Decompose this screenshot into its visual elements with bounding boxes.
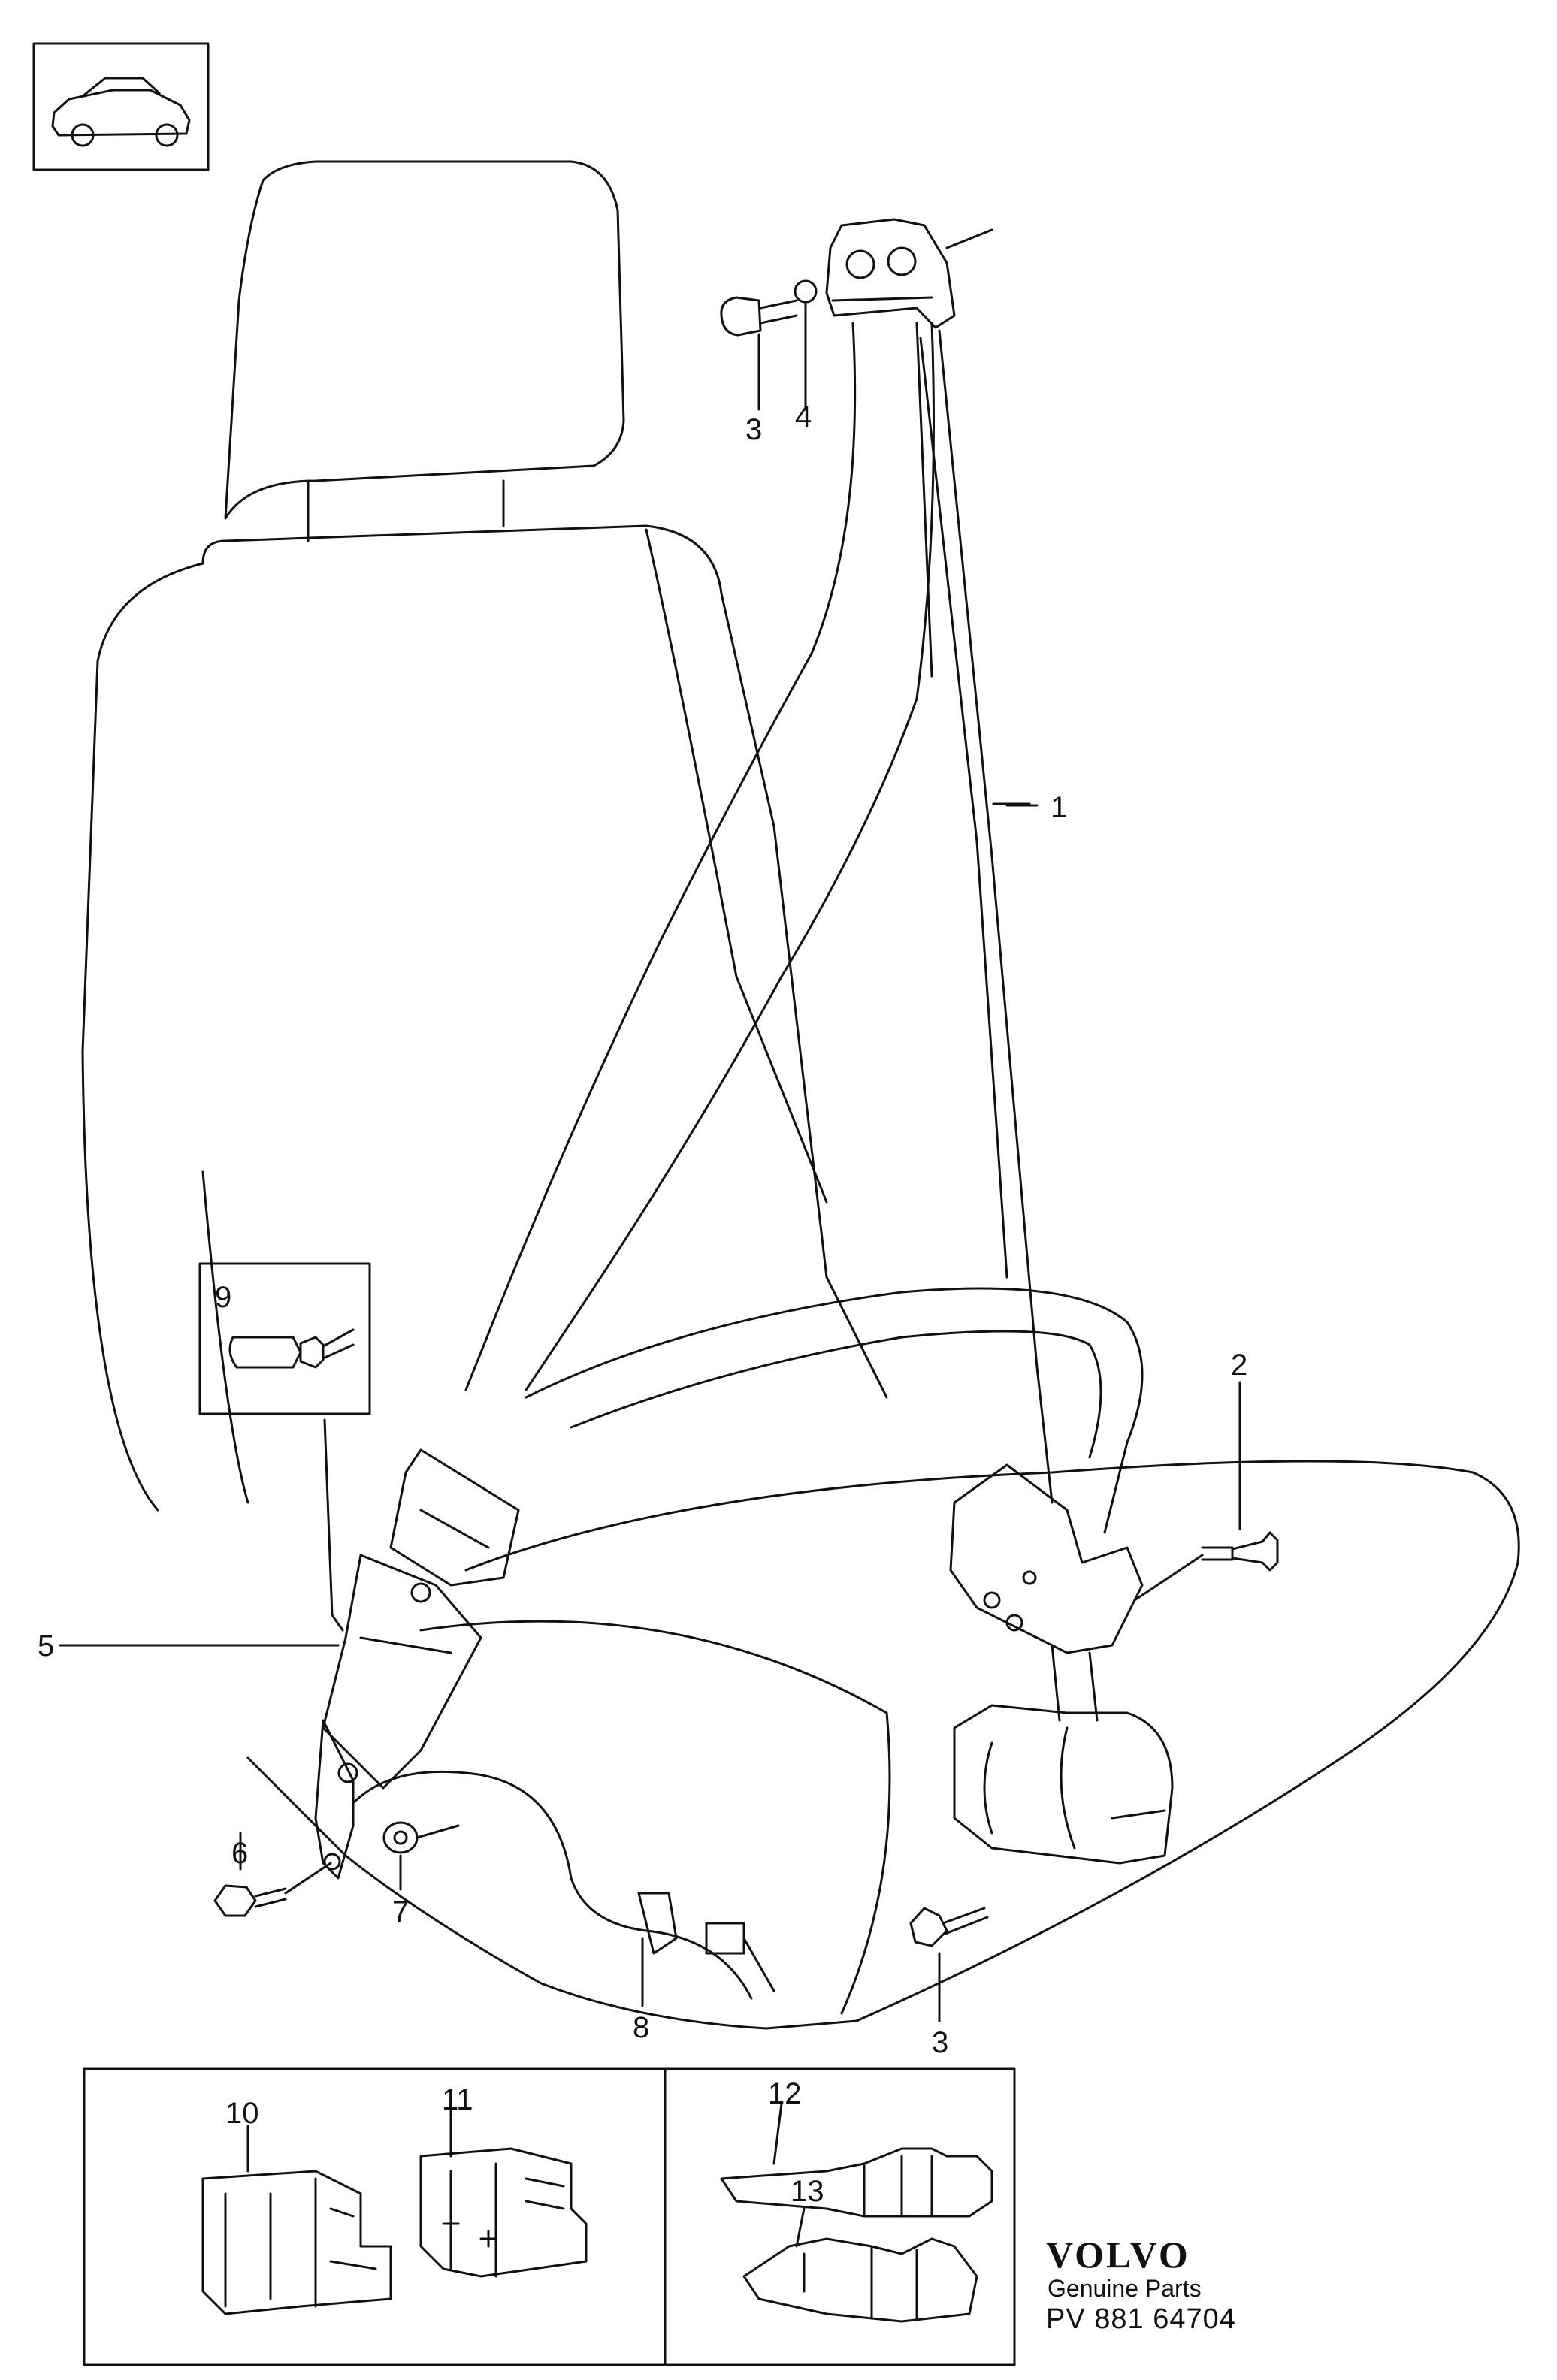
callout-1: 1 bbox=[1051, 791, 1067, 824]
callout-11: 11 bbox=[442, 2083, 473, 2116]
callout-2: 2 bbox=[1231, 1349, 1247, 1382]
callout-6: 6 bbox=[231, 1837, 248, 1870]
callout-12: 12 bbox=[768, 2077, 802, 2110]
buckle-body bbox=[322, 1554, 482, 1790]
callout-9: 9 bbox=[215, 1281, 231, 1314]
callout-3-bottom: 3 bbox=[932, 2026, 948, 2059]
seat-back bbox=[201, 524, 888, 1399]
retractor-unit bbox=[949, 1463, 1144, 1654]
callout-8: 8 bbox=[633, 2011, 649, 2044]
car-thumbnail-icon bbox=[32, 42, 210, 171]
callout-4: 4 bbox=[795, 400, 812, 433]
seat-cushion bbox=[246, 1460, 1520, 2030]
seat-headrest bbox=[224, 160, 625, 520]
callout-10: 10 bbox=[225, 2097, 259, 2130]
callout-3-top: 3 bbox=[745, 413, 762, 446]
brand-block: VOLVO Genuine Parts PV 881 64704 bbox=[1046, 2235, 1271, 2336]
brand-logo: VOLVO bbox=[1046, 2234, 1190, 2276]
brand-subtitle: Genuine Parts bbox=[1048, 2275, 1202, 2302]
part-code: PV 881 64704 bbox=[1046, 2303, 1236, 2335]
callout-7: 7 bbox=[392, 1895, 409, 1928]
callout-13: 13 bbox=[791, 2175, 824, 2208]
callout-5: 5 bbox=[38, 1629, 54, 1663]
